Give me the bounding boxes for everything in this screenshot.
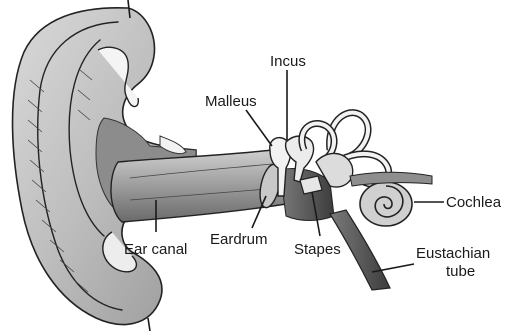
label-incus: Incus bbox=[270, 53, 306, 70]
label-eardrum: Eardrum bbox=[210, 231, 268, 248]
cochlea-shape bbox=[360, 182, 412, 226]
stapes-bone bbox=[300, 176, 322, 194]
bottom-edge-line bbox=[148, 318, 150, 331]
label-stapes: Stapes bbox=[294, 241, 341, 258]
label-eustachian-line1: Eustachian bbox=[416, 245, 490, 262]
label-malleus: Malleus bbox=[205, 93, 257, 110]
label-eustachian-line2: tube bbox=[446, 263, 475, 280]
label-cochlea: Cochlea bbox=[446, 194, 502, 211]
label-ear-canal: Ear canal bbox=[124, 241, 187, 258]
malleus-leader bbox=[246, 110, 272, 146]
